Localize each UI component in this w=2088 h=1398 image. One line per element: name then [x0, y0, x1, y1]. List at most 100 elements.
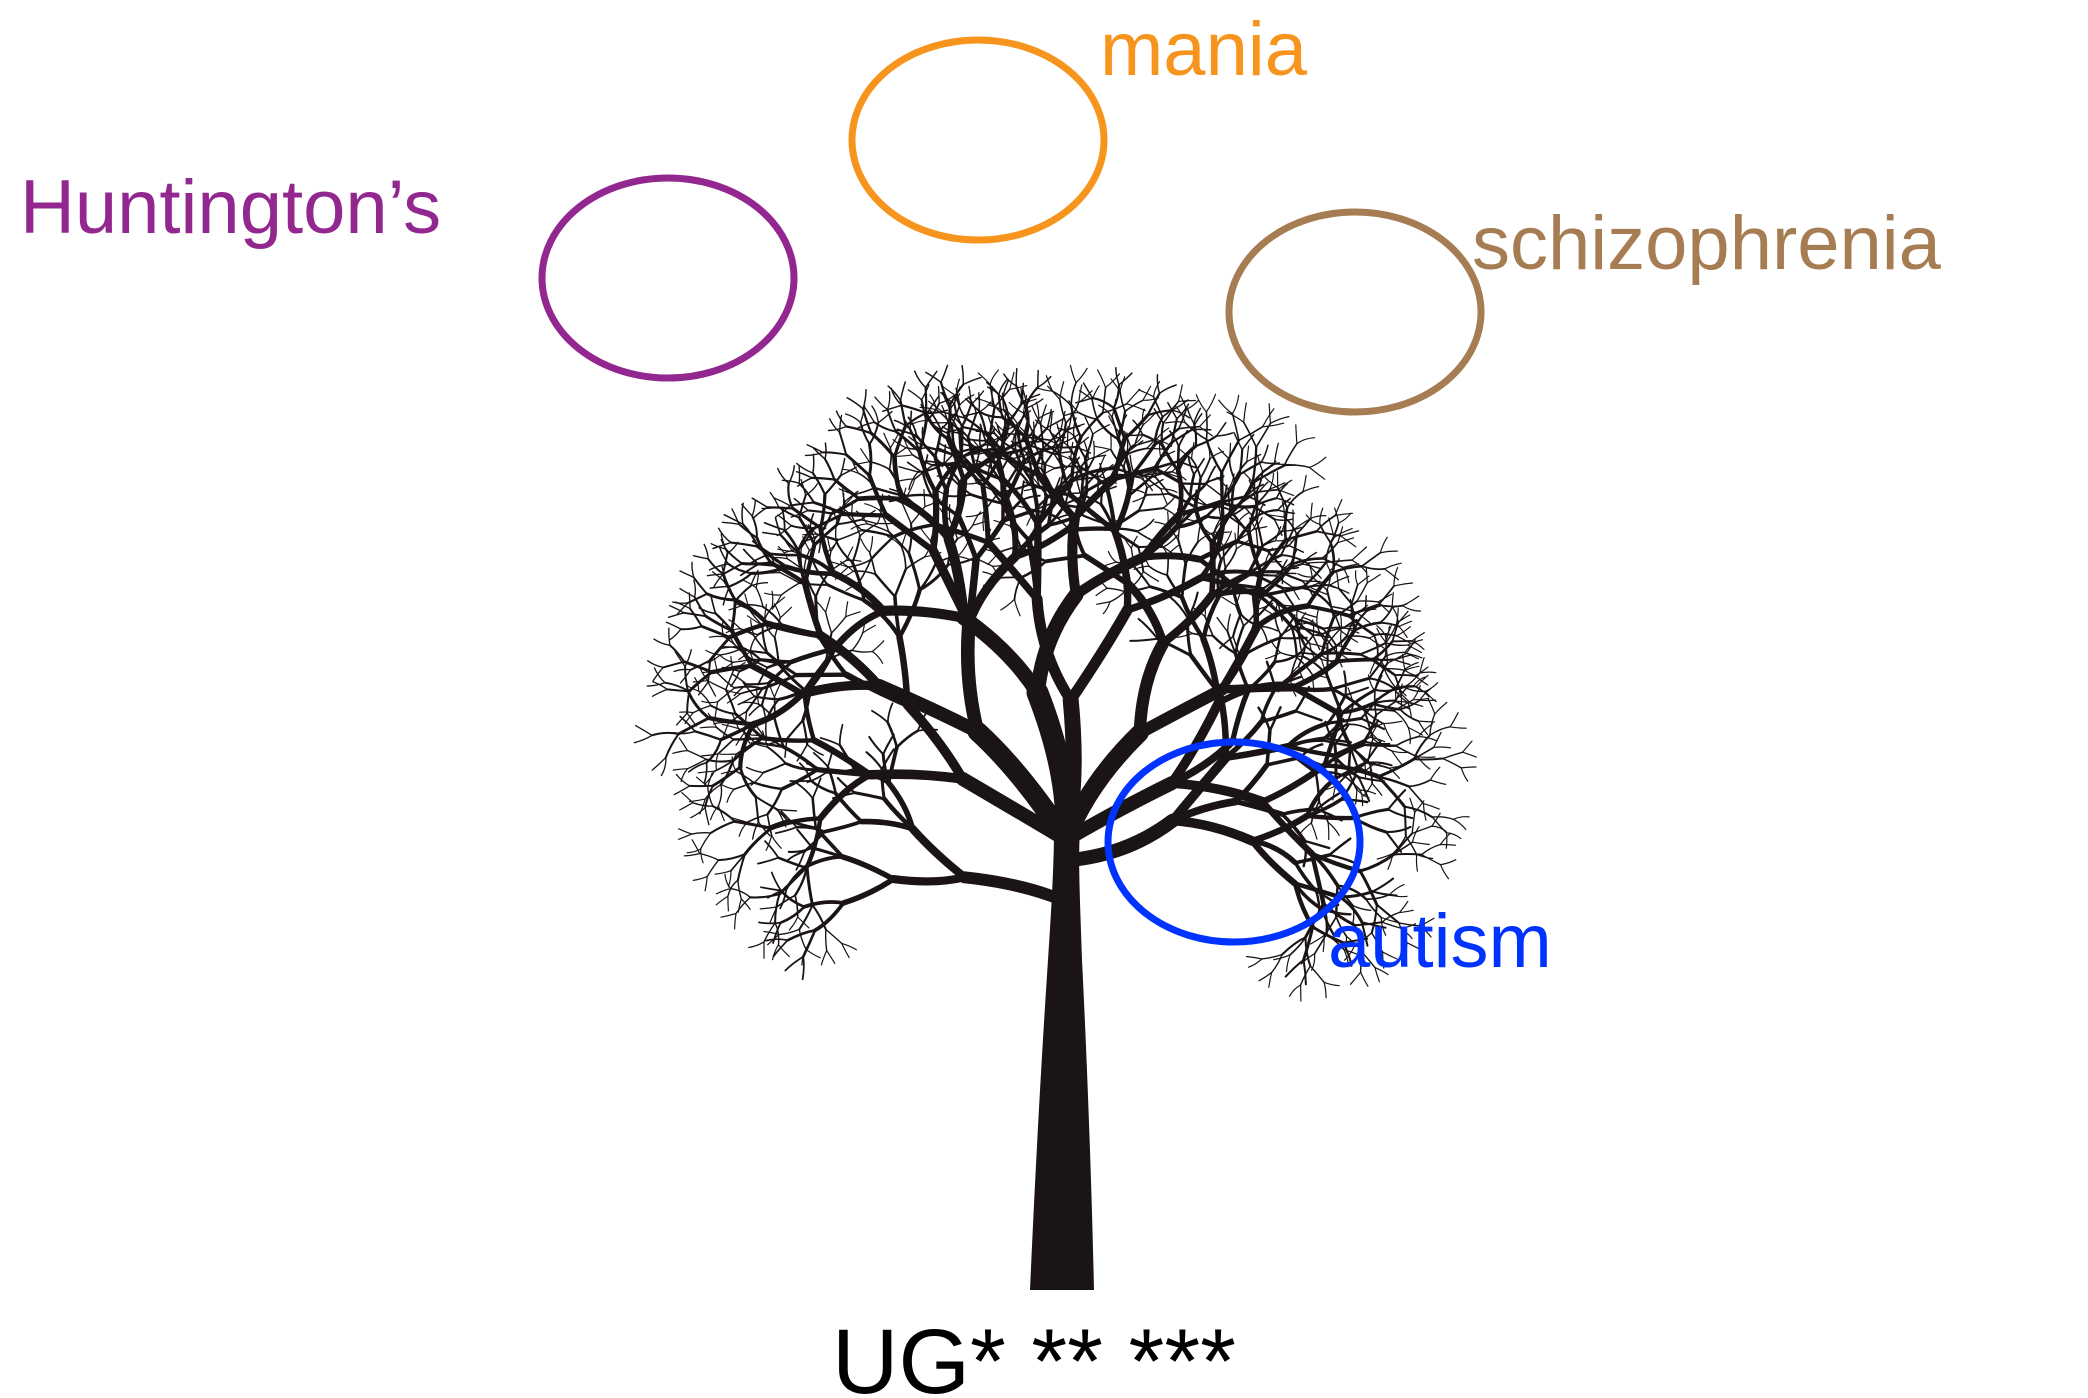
tree-branch [1297, 611, 1317, 618]
tree-branch [1461, 768, 1467, 781]
tree-branch [1206, 484, 1221, 495]
tree-branch [1048, 386, 1060, 399]
tree-branch [806, 949, 820, 957]
tree-branch [1133, 495, 1148, 502]
tree-branch [861, 449, 870, 462]
tree-branch [1440, 833, 1450, 844]
tree-branch [785, 957, 803, 971]
tree-branch [772, 591, 773, 607]
tree-branch [681, 769, 688, 782]
tree-branch [1328, 719, 1361, 724]
tree-branch [836, 521, 837, 541]
tree-branch [721, 914, 736, 918]
tree-branch [1095, 446, 1111, 449]
tree-branch [1261, 462, 1279, 463]
tree-branch [749, 942, 764, 948]
tree-branch [711, 706, 736, 714]
tree-branch [1269, 404, 1270, 424]
tree-branch [1298, 574, 1312, 577]
tree-branch [801, 547, 802, 564]
tree-branch [1160, 385, 1177, 393]
tree-branch [843, 857, 894, 879]
tree-branch [1066, 529, 1110, 531]
tree-branch [720, 649, 739, 655]
tree-branch [1412, 812, 1415, 833]
tree-branch [701, 849, 704, 863]
tree-branch [1097, 602, 1110, 604]
tree-branch [1422, 845, 1441, 855]
tree-branch [690, 609, 702, 627]
tree-branch [1362, 553, 1380, 566]
tree-branch [1098, 370, 1106, 388]
tree-branch [1441, 865, 1449, 879]
tree-branch [1399, 627, 1407, 638]
tree-branch [813, 798, 816, 828]
tree-branch [753, 782, 782, 789]
tree-branch [825, 540, 838, 554]
tree-branch [735, 687, 763, 689]
tree-branch [869, 737, 883, 754]
tree-branch [776, 827, 797, 833]
tree-branch [865, 504, 880, 511]
tree-branch [1378, 602, 1389, 613]
tree-branch [1274, 464, 1295, 465]
tree-branch [653, 689, 668, 696]
tree-branch [1239, 513, 1249, 522]
tree-branch [915, 371, 926, 387]
tree-branch [1206, 394, 1215, 412]
tree-branch [930, 422, 948, 423]
tree-branch [1380, 537, 1387, 553]
tree-branch [1360, 790, 1362, 806]
tree-branch [1129, 584, 1164, 643]
tree-branch [1212, 543, 1213, 596]
tree-branch [861, 520, 878, 524]
tree-branch [1179, 431, 1188, 447]
tree-branch [1287, 955, 1291, 972]
tree-branch [1454, 819, 1466, 829]
tree-branch [742, 504, 752, 516]
tree-branch [1263, 409, 1274, 427]
tree-branch [1409, 780, 1431, 786]
tree-branch [926, 372, 941, 382]
tree-branch [752, 610, 764, 620]
tree-branch [693, 681, 707, 682]
tree-branch [738, 899, 741, 912]
tree-branch [909, 553, 920, 590]
tree-branch [1139, 508, 1164, 511]
tree-branch [1046, 556, 1085, 562]
tree-branch [1127, 389, 1140, 404]
tree-branch [707, 574, 723, 576]
tree-branch [826, 929, 842, 943]
tree-branch [944, 445, 945, 463]
tree-branch [1362, 566, 1385, 569]
tree-branch [739, 524, 757, 537]
tree-branch [893, 877, 964, 881]
tree-branch [1397, 636, 1411, 644]
tree-branch [1103, 602, 1110, 614]
tree-branch [1068, 427, 1069, 446]
tree-branch [779, 945, 790, 957]
tree-branch [819, 534, 820, 552]
tree-branch [782, 480, 799, 483]
tree-branch [1422, 855, 1441, 865]
tree-branch [1418, 757, 1435, 758]
tree-branch [772, 597, 785, 607]
tree-branch [962, 366, 963, 385]
tree-branch [692, 833, 711, 834]
tree-branch [1130, 639, 1157, 641]
tree-branch [1432, 817, 1453, 820]
tree-branch [705, 808, 709, 825]
tree-branch [752, 501, 755, 516]
tree-branch [799, 483, 814, 502]
tree-branch [710, 637, 730, 660]
tree-branch [834, 611, 884, 649]
tree-branch [716, 896, 728, 905]
tree-branch [826, 612, 832, 633]
tree-branch [807, 445, 823, 453]
tree-branch [941, 365, 948, 382]
tree-branch [734, 738, 763, 739]
tree-branch [1217, 618, 1228, 632]
tree-branch [852, 650, 872, 652]
tree-branch [843, 879, 893, 903]
